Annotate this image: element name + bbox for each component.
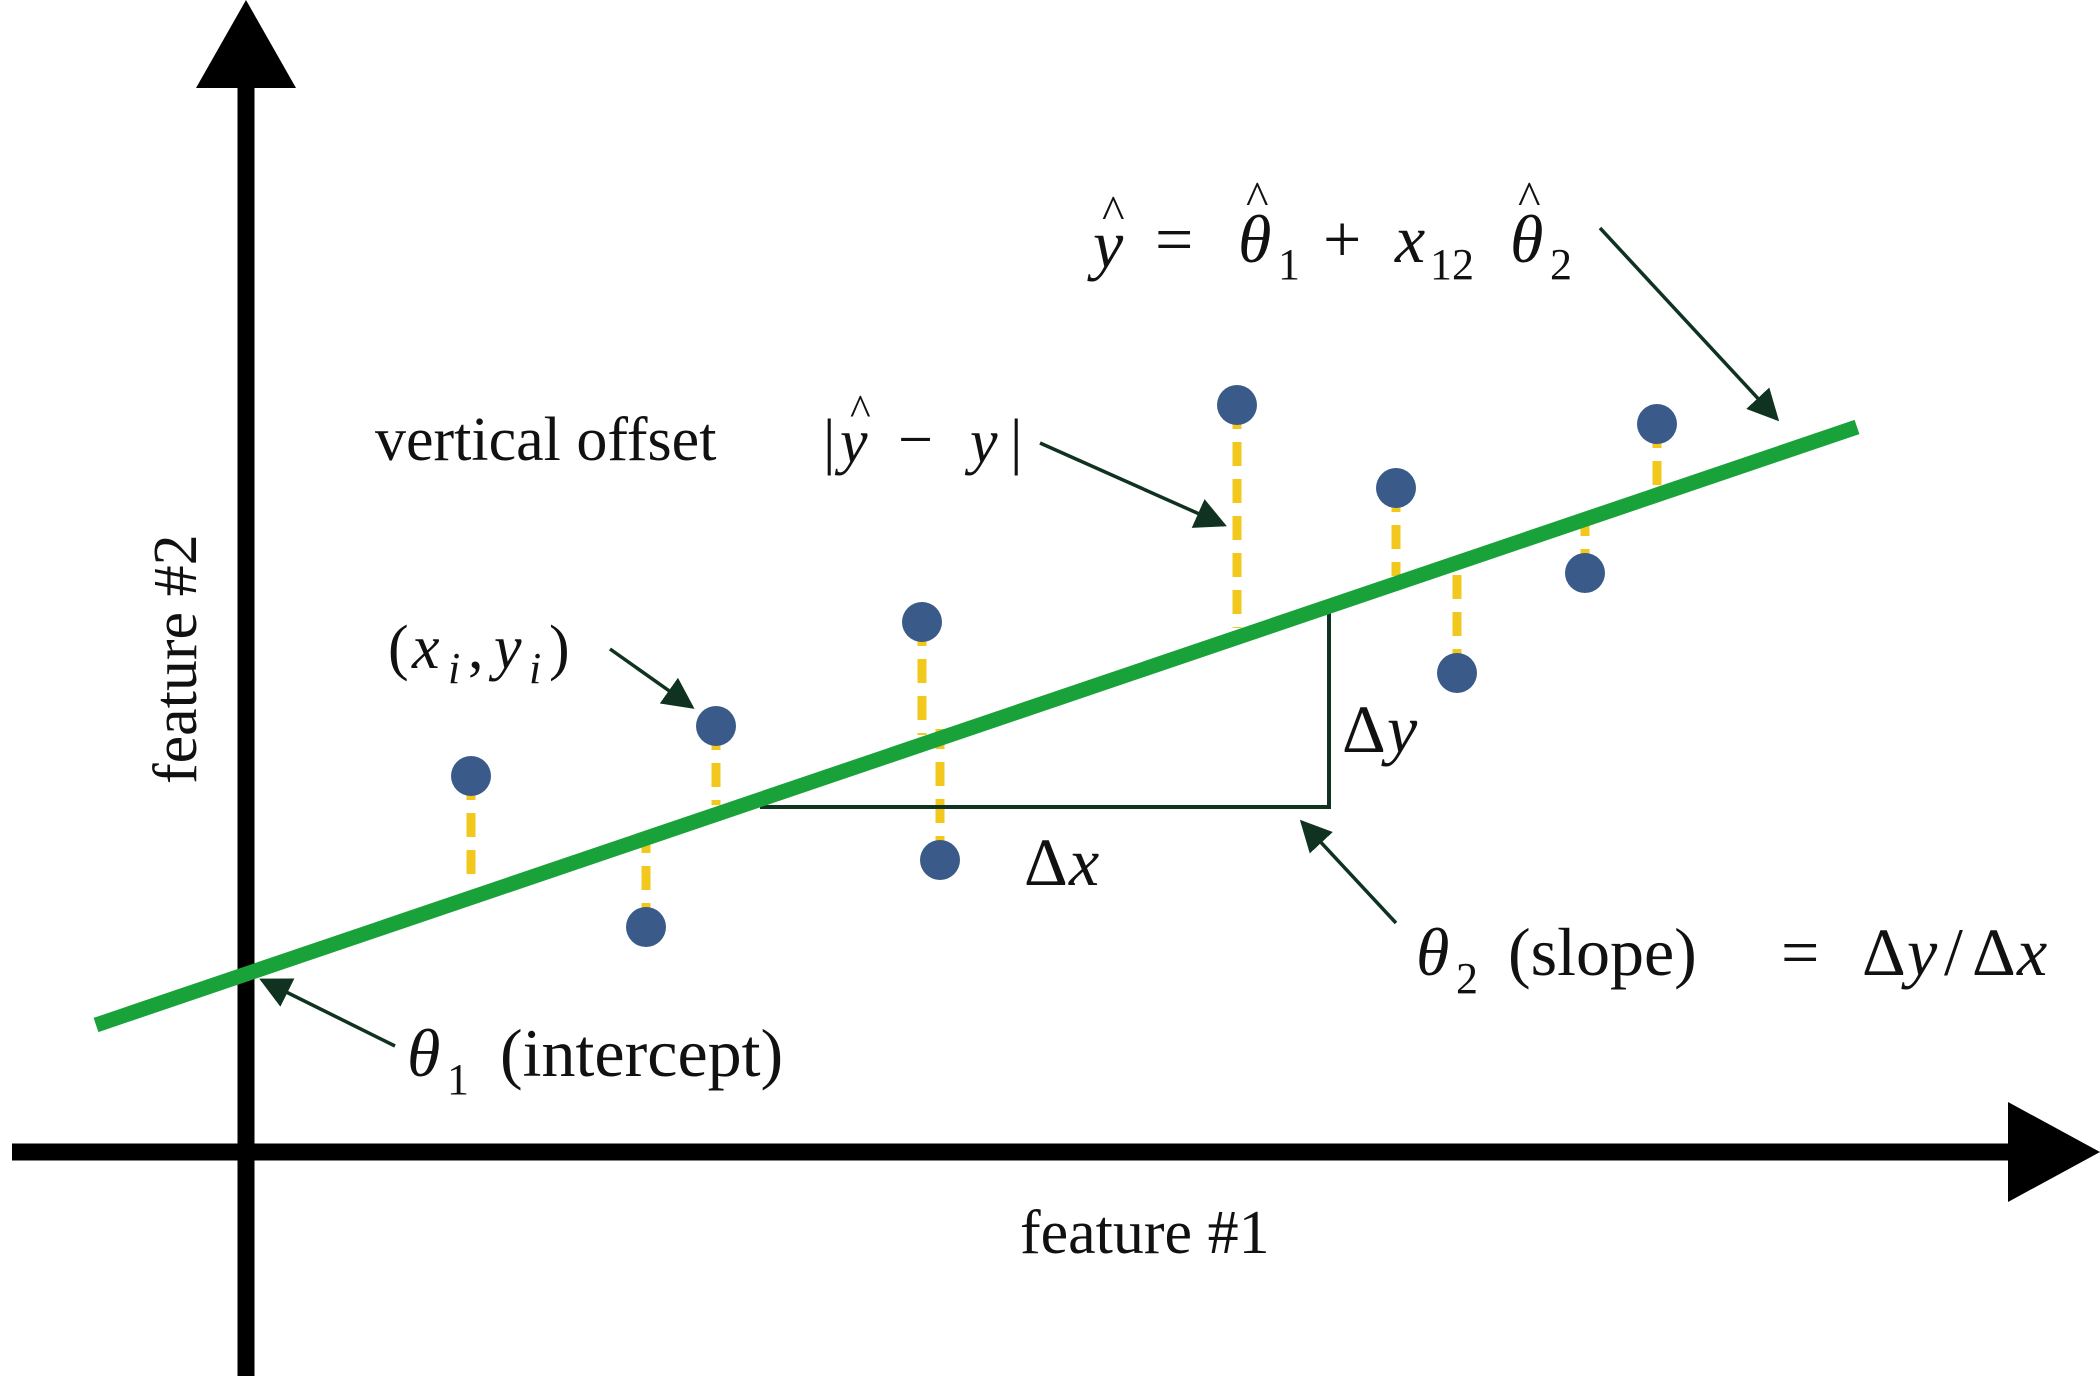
- delta-y-var: y: [1381, 691, 1418, 767]
- data-point-arrow: [608, 647, 695, 709]
- y-axis-label: feature #2: [142, 534, 210, 784]
- intercept-text: (intercept): [500, 1015, 783, 1091]
- delta-y-symbol: Δ: [1342, 691, 1386, 767]
- equation-label: y ^ = θ ^ 1 + x 12 θ ^ 2: [1087, 172, 1572, 289]
- equation-theta2-caret: ^: [1518, 172, 1541, 225]
- equation-arrow: [1598, 226, 1780, 422]
- data-point: [626, 907, 666, 947]
- equation-yhat: y: [1087, 206, 1124, 282]
- slope-label: θ 2 (slope) = Δ y / Δ x: [1416, 914, 2047, 1003]
- intercept-theta: θ: [407, 1015, 440, 1091]
- intercept-arrow: [259, 978, 396, 1048]
- data-point-label: ( x i , y i ): [388, 614, 570, 693]
- point-x-sub: i: [448, 644, 460, 693]
- equation-theta2: θ: [1510, 201, 1543, 277]
- equation-sub2: 2: [1550, 240, 1572, 289]
- slope-arrow: [1299, 819, 1398, 925]
- data-point: [920, 840, 960, 880]
- vertical-offset-text: vertical offset: [375, 406, 716, 474]
- data-point: [451, 756, 491, 796]
- x-axis-label: feature #1: [1020, 1199, 1270, 1267]
- intercept-label: θ 1 (intercept): [407, 1015, 783, 1104]
- equation-sub12: 12: [1430, 240, 1474, 289]
- equation-x: x: [1394, 201, 1425, 277]
- slope-equals: =: [1781, 914, 1819, 990]
- y-axis-arrowhead: [196, 0, 296, 88]
- equation-theta1-caret: ^: [1246, 172, 1269, 225]
- slope-delta-y-var: y: [1901, 914, 1938, 990]
- data-point: [1437, 653, 1477, 693]
- slope-delta-y-symbol: Δ: [1862, 914, 1906, 990]
- abs-bar-left: |: [823, 408, 835, 476]
- point-close-paren: ): [549, 614, 570, 682]
- delta-x-symbol: Δ: [1024, 824, 1068, 900]
- point-comma: ,: [468, 614, 484, 682]
- equation-sub1: 1: [1278, 240, 1300, 289]
- slope-text: (slope): [1508, 914, 1697, 990]
- slope-delta-x-var: x: [2016, 914, 2047, 990]
- equation-theta1: θ: [1238, 201, 1271, 277]
- slope-triangle: [760, 612, 1331, 809]
- equation-equals: =: [1155, 201, 1193, 277]
- delta-x-var: x: [1068, 824, 1099, 900]
- data-point: [1637, 404, 1677, 444]
- abs-bar-right: |: [1010, 408, 1022, 476]
- point-y-sub: i: [529, 644, 541, 693]
- data-point: [696, 706, 736, 746]
- equation-yhat-caret: ^: [1102, 186, 1125, 239]
- data-point: [1217, 385, 1257, 425]
- regression-line: [93, 419, 1860, 1033]
- vertical-offset-arrow: [1039, 441, 1227, 528]
- delta-x-label: Δ x: [1024, 824, 1099, 900]
- data-points: [451, 385, 1677, 947]
- slope-theta: θ: [1416, 914, 1449, 990]
- vertical-offset-label: vertical offset | y ^ − y |: [375, 386, 1022, 476]
- delta-y-label: Δ y: [1342, 691, 1418, 767]
- slope-slash: /: [1944, 914, 1963, 990]
- offset-yhat-caret: ^: [850, 386, 871, 435]
- annotation-arrows: [259, 226, 1780, 1048]
- equation-plus: +: [1323, 201, 1361, 277]
- offset-yhat: y: [834, 408, 868, 476]
- point-x: x: [411, 614, 440, 682]
- x-axis-arrowhead: [2008, 1102, 2100, 1202]
- data-point: [1565, 553, 1605, 593]
- intercept-theta-sub: 1: [447, 1055, 469, 1104]
- offset-y: y: [964, 408, 998, 476]
- point-y: y: [488, 614, 522, 682]
- offset-minus: −: [898, 406, 933, 474]
- data-point: [1376, 468, 1416, 508]
- slope-delta-x-symbol: Δ: [1972, 914, 2016, 990]
- data-point: [902, 602, 942, 642]
- slope-theta-sub: 2: [1456, 954, 1478, 1003]
- point-open-paren: (: [388, 614, 409, 682]
